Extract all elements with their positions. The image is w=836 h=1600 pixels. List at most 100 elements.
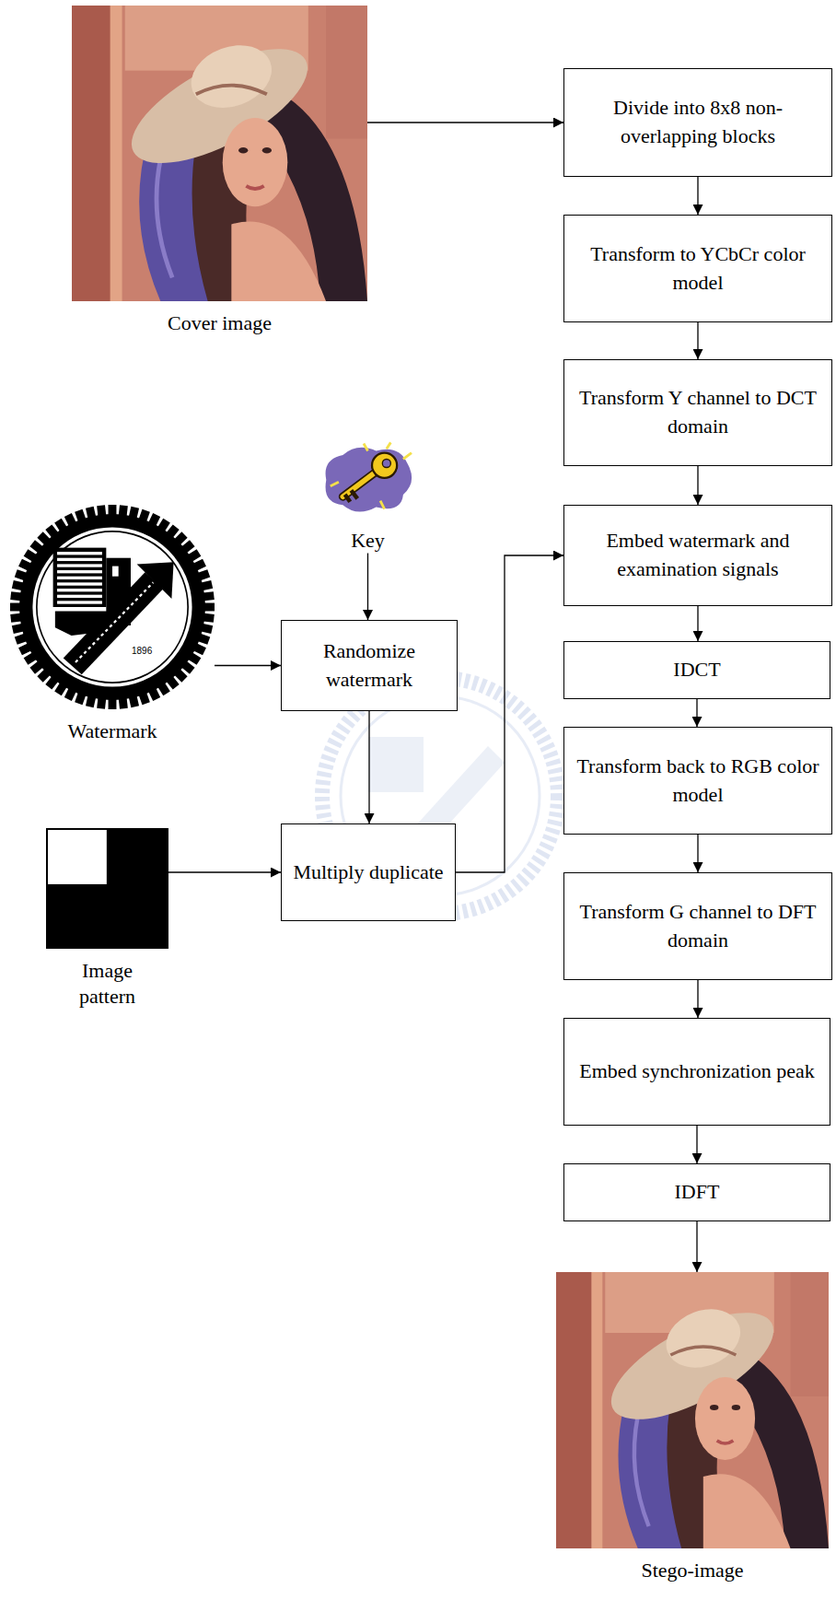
process-box: Embed watermark and examination signals xyxy=(563,504,833,606)
icon-ray xyxy=(330,481,339,487)
photo-mouth xyxy=(717,1439,734,1443)
key-hole xyxy=(382,458,391,467)
flow-arrow xyxy=(696,322,698,360)
photo-eye xyxy=(709,1404,719,1410)
photo-hat-band xyxy=(670,1346,736,1355)
photo-eye xyxy=(262,147,272,153)
key-shaft-outline xyxy=(342,471,376,497)
emblem-building xyxy=(53,547,107,607)
process-box: IDFT xyxy=(563,1162,831,1221)
photo-hat-band xyxy=(196,85,268,95)
photo-background xyxy=(556,1271,829,1548)
photo-shoulder xyxy=(703,1473,791,1548)
process-box: Transform Y channel to DCT domain xyxy=(563,359,833,466)
photo-face xyxy=(222,117,289,207)
box-label: IDCT xyxy=(673,655,720,685)
photo-feather-light xyxy=(156,159,173,278)
building-stripe xyxy=(57,563,103,567)
image-caption: Key xyxy=(315,527,420,554)
flow-arrow xyxy=(696,605,698,641)
pattern-white xyxy=(47,829,107,884)
process-box: Embed synchronization peak xyxy=(563,1017,831,1126)
flow-arrow xyxy=(696,1125,697,1163)
flow-arrow xyxy=(696,834,698,872)
process-box: Transform to YCbCr color model xyxy=(563,214,833,323)
icon-ray xyxy=(403,452,412,460)
photo-hat-crown xyxy=(658,1298,749,1377)
flow-arrow xyxy=(696,465,698,505)
photo-post-edge xyxy=(591,1271,603,1548)
photo-shoulder xyxy=(231,220,326,302)
photo-post xyxy=(71,5,111,302)
key-teeth-outline xyxy=(345,489,359,501)
photo-hat-crown xyxy=(182,34,280,119)
image-node: Watermark xyxy=(10,504,215,744)
lena-picture xyxy=(556,1271,829,1548)
process-box: Divide into 8x8 non-overlapping blocks xyxy=(563,68,833,177)
emblem-inner-ring xyxy=(36,531,188,683)
box-label: Embed watermark and examination signals xyxy=(573,526,823,584)
box-label: Transform Y channel to DCT domain xyxy=(573,383,823,442)
photo-mouth xyxy=(245,185,264,189)
logo-picture xyxy=(10,504,215,709)
photo-wall xyxy=(790,1271,829,1396)
icon-blob xyxy=(325,447,413,512)
building-stripe xyxy=(57,557,103,561)
icon-ray xyxy=(363,443,369,452)
image-node: Key xyxy=(315,440,420,554)
flow-arrow xyxy=(368,710,370,824)
box-label: Transform back to RGB color model xyxy=(573,752,823,810)
box-label: Multiply duplicate xyxy=(292,858,443,887)
box-label: Transform to YCbCr color model xyxy=(573,240,823,298)
pattern-black xyxy=(46,827,169,949)
box-label: Transform G channel to DFT domain xyxy=(573,897,823,955)
key-bow xyxy=(371,452,397,478)
photo-wall xyxy=(325,5,368,139)
pattern-picture xyxy=(46,827,169,949)
emblem-building xyxy=(368,736,424,792)
photo-eye xyxy=(238,147,248,153)
emblem-arrow-line xyxy=(75,581,153,662)
building-stripe xyxy=(57,588,103,592)
flow-arrow xyxy=(367,121,564,123)
building-stripe xyxy=(57,594,103,598)
photo-hat-brim xyxy=(115,26,324,186)
box-label: Embed synchronization peak xyxy=(579,1056,814,1086)
photo-feather-light xyxy=(634,1415,650,1526)
process-box: Transform back to RGB color model xyxy=(563,726,833,835)
emblem-face xyxy=(32,526,192,686)
image-node: Cover image xyxy=(71,5,368,337)
flow-arrow xyxy=(168,870,281,872)
image-node: Stego-image xyxy=(556,1271,829,1583)
box-label: Divide into 8x8 non-overlapping blocks xyxy=(573,93,823,151)
building-stripe xyxy=(57,569,103,573)
photo-face xyxy=(695,1376,755,1460)
flow-arrow xyxy=(696,1220,697,1272)
process-box: Randomize watermark xyxy=(280,619,458,711)
lena-picture xyxy=(71,5,368,302)
flow-arrow xyxy=(696,176,698,215)
flow-arrow xyxy=(367,553,369,621)
building-stripe xyxy=(57,576,103,580)
icon-ground xyxy=(315,440,420,519)
emblem-arrow-head xyxy=(137,561,175,599)
emblem-arrow xyxy=(63,571,164,674)
box-label: IDFT xyxy=(674,1177,720,1207)
building-stripe xyxy=(57,551,103,555)
flow-arrow xyxy=(696,979,698,1018)
image-caption: Cover image xyxy=(71,310,368,337)
process-box: Transform G channel to DFT domain xyxy=(563,871,833,980)
flow-arrow xyxy=(455,555,564,872)
image-caption: Watermark xyxy=(10,718,215,744)
emblem-teeth xyxy=(10,504,215,709)
icon-ray xyxy=(380,500,385,510)
box-label: Randomize watermark xyxy=(290,637,448,695)
photo-post-edge xyxy=(110,5,123,302)
icon-ray xyxy=(386,441,392,449)
building-stripe xyxy=(57,581,103,585)
key-picture xyxy=(315,440,420,519)
image-node: Image pattern xyxy=(46,827,169,1009)
photo-post xyxy=(556,1271,592,1548)
process-box: IDCT xyxy=(563,640,831,699)
building-stripe xyxy=(57,600,103,604)
